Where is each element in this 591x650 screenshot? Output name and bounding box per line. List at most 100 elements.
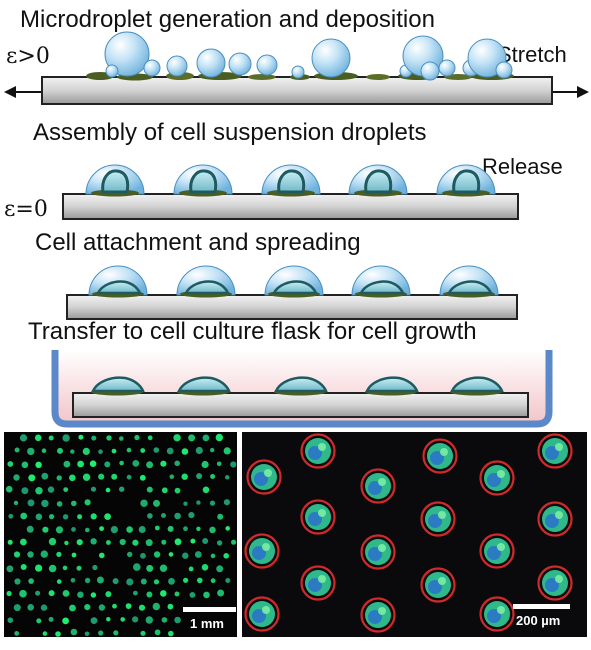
- colony-dot: [82, 473, 91, 481]
- spread-cell: [95, 280, 143, 295]
- colony-dot: [84, 604, 91, 611]
- colony-dot: [225, 475, 230, 480]
- scale-bar-right: [513, 604, 570, 609]
- colony-dot: [119, 460, 124, 466]
- ringed-colony: [300, 499, 336, 535]
- cultured-cell: [274, 376, 328, 396]
- colony-dot: [70, 578, 76, 583]
- colony-dot: [225, 578, 231, 583]
- droplet-small: [143, 59, 161, 77]
- micrograph-right: 200 µm: [242, 432, 587, 637]
- colony-dot: [6, 565, 14, 573]
- spread-cell: [183, 280, 231, 295]
- colony-dot: [28, 578, 34, 584]
- colony-dot: [8, 513, 14, 519]
- colony-dot: [82, 447, 90, 455]
- colony-dot: [112, 578, 119, 585]
- colony-dot: [85, 527, 90, 533]
- colony-dot: [71, 527, 76, 532]
- scale-bar-left-label: 1 mm: [190, 616, 224, 631]
- colony-dot: [35, 564, 43, 572]
- colony-dot: [106, 540, 111, 545]
- colony-dot: [196, 500, 201, 505]
- colony-dot: [42, 526, 49, 533]
- colony-dot: [48, 537, 57, 546]
- droplet-small: [256, 54, 278, 76]
- ringed-colony: [246, 459, 282, 495]
- colony-dot: [154, 629, 161, 636]
- colony-dot: [36, 618, 42, 624]
- colony-dot: [201, 460, 209, 469]
- colony-dot: [35, 513, 43, 521]
- nucleus-cluster: [308, 578, 322, 592]
- colony-dot: [153, 551, 161, 558]
- ringed-colony: [244, 596, 280, 632]
- colony-dot: [126, 578, 134, 586]
- colony-dot: [147, 435, 153, 441]
- nucleus-cluster: [428, 514, 442, 528]
- colony-dot: [132, 539, 139, 546]
- colony-dot: [35, 487, 43, 495]
- step3-droplet-row: [88, 265, 499, 298]
- colony-dot: [138, 526, 146, 533]
- colony-dot: [216, 565, 224, 573]
- colony-dot: [104, 513, 111, 520]
- red-ring: [479, 596, 515, 632]
- colony-dot: [138, 604, 146, 611]
- colony-dot: [7, 617, 14, 623]
- colony-dot: [28, 474, 36, 482]
- colony-dot: [92, 564, 98, 571]
- droplet-small: [420, 61, 440, 81]
- colony-dot: [210, 474, 216, 479]
- droplet-with-cell: [261, 164, 321, 197]
- colony-dot: [20, 538, 27, 546]
- red-ring: [360, 468, 396, 504]
- colony-dot: [152, 602, 160, 611]
- colony-dot: [126, 447, 132, 453]
- colony-dot: [209, 526, 216, 534]
- colony-dot: [174, 487, 181, 494]
- ringed-colony: [360, 468, 396, 504]
- red-ring: [300, 433, 336, 469]
- red-ring: [246, 459, 282, 495]
- nucleus-cluster: [430, 451, 444, 465]
- colony-dot: [174, 591, 180, 597]
- cultured-cell: [450, 376, 504, 396]
- cell: [364, 169, 393, 194]
- colony-dot: [168, 552, 174, 557]
- colony-dot: [98, 604, 106, 611]
- colony-dot: [223, 499, 230, 506]
- substrate-released: [62, 193, 519, 220]
- colony-dot: [161, 617, 168, 623]
- colony-dot: [48, 435, 54, 441]
- colony-dot: [159, 564, 168, 572]
- colony-dot: [132, 616, 139, 623]
- scale-bar-right-label: 200 µm: [516, 613, 560, 628]
- colony-dot: [181, 448, 189, 455]
- colony-dot: [188, 511, 195, 519]
- colony-dot: [98, 473, 105, 480]
- step2-action-label: Release: [482, 154, 563, 179]
- colony-dot: [62, 434, 70, 442]
- colony-dot: [21, 487, 29, 495]
- colony-dot: [49, 514, 55, 520]
- colony-dot: [161, 539, 167, 545]
- colony-dot: [174, 512, 181, 520]
- red-ring: [360, 534, 396, 570]
- colony-dot: [106, 617, 111, 622]
- colony-dot: [90, 617, 98, 624]
- colony-dot: [105, 591, 112, 598]
- colony-dot: [145, 539, 153, 547]
- colony-dot: [56, 501, 63, 507]
- ringed-colony: [360, 597, 396, 633]
- colony-dot: [132, 460, 140, 467]
- colony-dot: [69, 604, 76, 612]
- colony-array-zoom: [244, 433, 573, 633]
- colony-dot: [202, 434, 210, 442]
- colony-dot: [146, 461, 154, 469]
- colony-dot: [126, 526, 133, 533]
- colony-dot: [70, 628, 78, 636]
- colony-dot: [188, 434, 196, 442]
- colony-dot: [127, 551, 133, 558]
- colony-dot: [41, 499, 49, 508]
